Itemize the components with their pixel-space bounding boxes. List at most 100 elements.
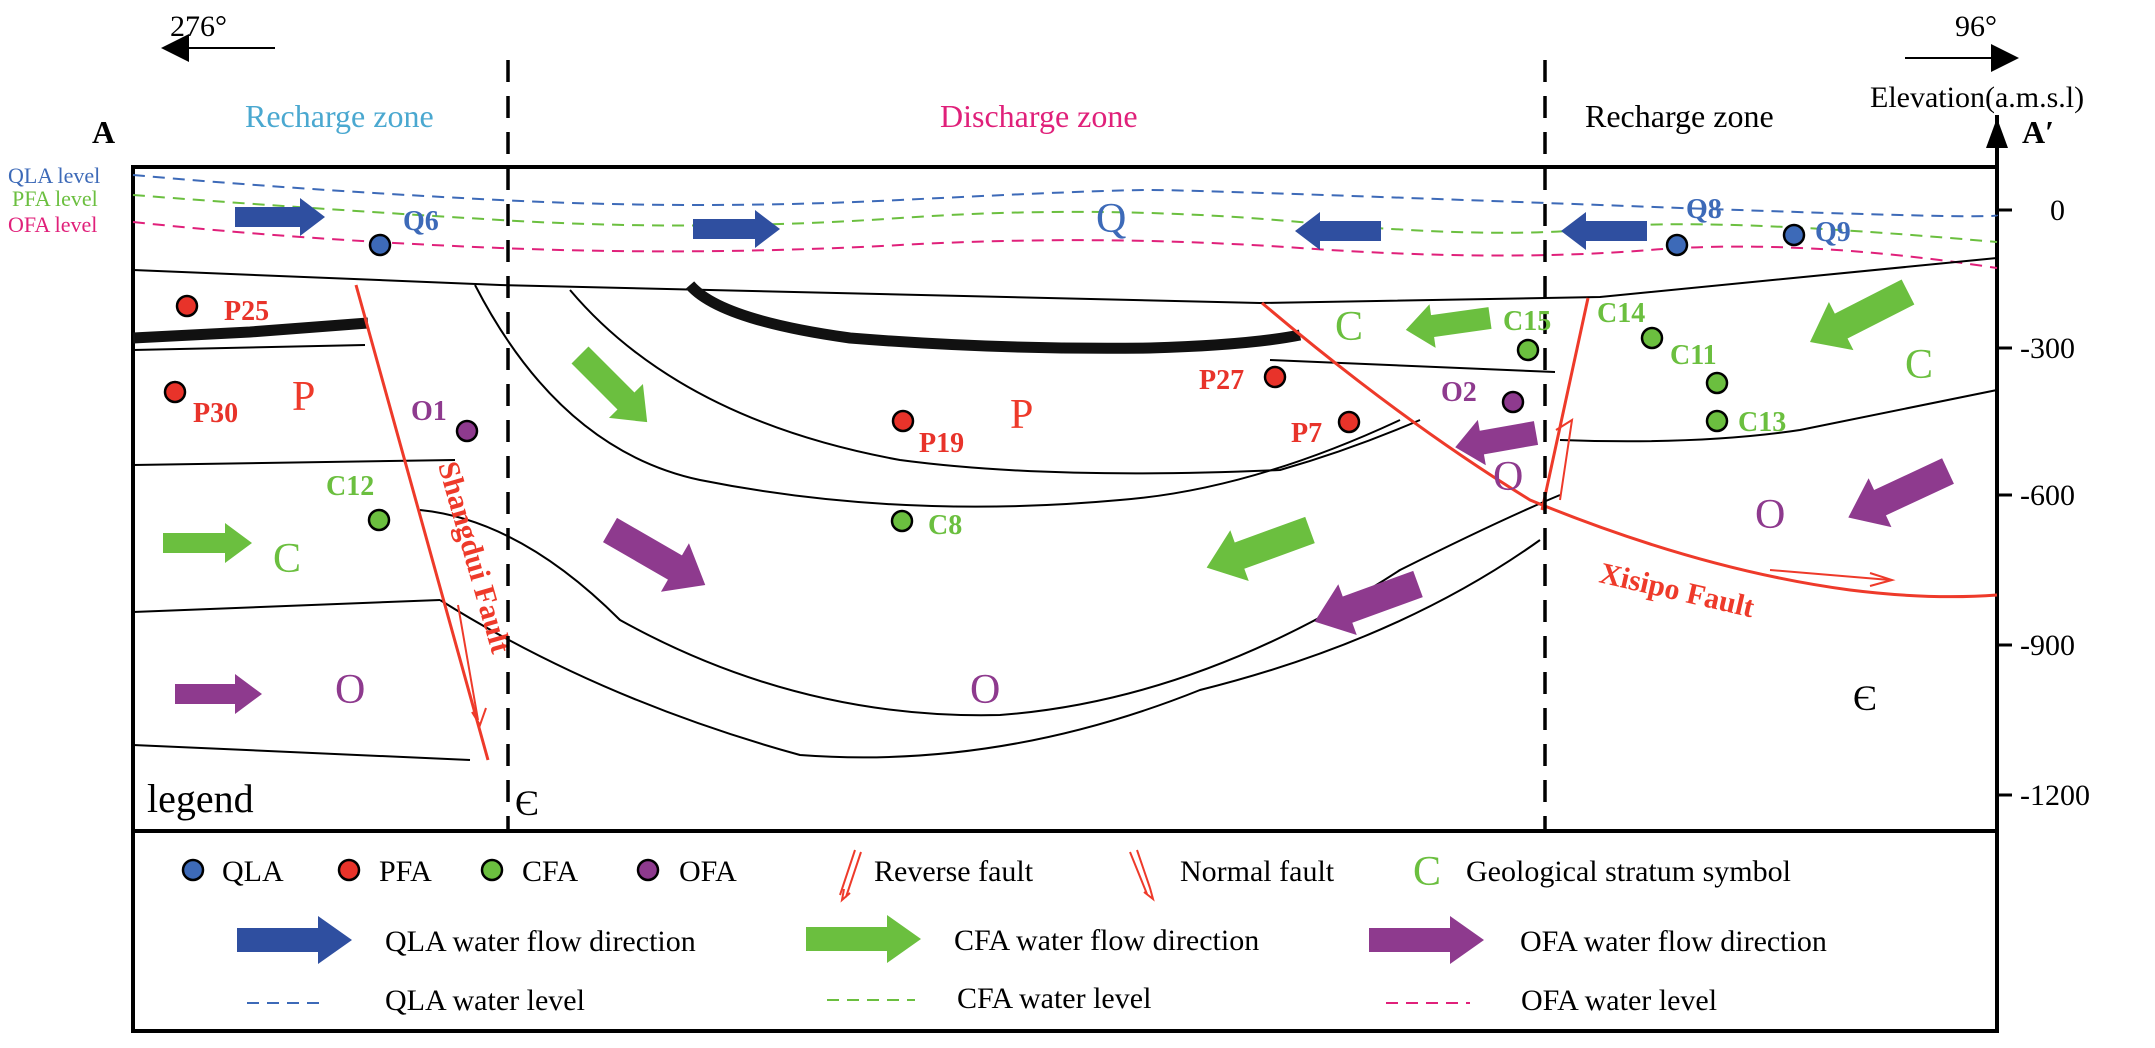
well-label-p19: P19 — [919, 428, 964, 459]
well-label-p27: P27 — [1199, 365, 1244, 396]
zone-discharge: Discharge zone — [940, 98, 1138, 134]
legend-box — [131, 829, 1999, 1033]
normal-fault-icon — [1129, 849, 1155, 902]
legend-title: legend — [147, 776, 254, 821]
legend-cfa-flow: CFA water flow direction — [954, 924, 1259, 957]
ofa-flow-arrow — [1314, 570, 1423, 636]
legend-qla-arrow-icon — [237, 916, 352, 964]
stratum-o-left: O — [335, 667, 365, 713]
tick-label-900: -900 — [2020, 629, 2075, 662]
stratum-q: Q — [1096, 196, 1126, 242]
basin-inner-line — [569, 289, 1421, 475]
well-label-c8: C8 — [928, 510, 962, 541]
coal-seam-left — [132, 317, 369, 344]
well-label-c14: C14 — [1597, 298, 1645, 329]
tick-label-300: -300 — [2020, 332, 2075, 365]
basin-p-base — [474, 284, 1401, 508]
well-q9 — [1782, 223, 1806, 247]
ofa-flow-arrow — [1848, 458, 1954, 528]
legend-cfa-arrow-icon — [806, 915, 921, 963]
stratum-c-far-right: C — [1905, 342, 1933, 388]
ofa-flow-arrow — [603, 517, 706, 592]
left-p-line — [132, 344, 366, 351]
legend-pfa-point — [337, 858, 361, 882]
legend-normal-fault: Normal fault — [1180, 855, 1335, 888]
coal-seam-center — [685, 281, 1302, 354]
reverse-fault-right-marker — [1555, 418, 1574, 501]
legend-ofa-label: OFA — [679, 855, 737, 888]
ofa-level-label: OFA level — [8, 212, 97, 237]
cfa-flow-arrow — [1206, 516, 1315, 582]
well-label-q8: Q8 — [1686, 194, 1722, 225]
elevation-axis-arrowhead — [1986, 118, 2008, 148]
well-q6 — [368, 233, 392, 257]
stratum-c-right: C — [1335, 304, 1363, 350]
shangdui-fault-label: Shangdui Fault — [431, 458, 517, 657]
zone-recharge-right: Recharge zone — [1585, 98, 1774, 134]
tick-label-0: 0 — [2050, 194, 2065, 227]
stratum-symbols: Q P C O P O C O C O Є Є — [273, 196, 1933, 823]
well-label-c13: C13 — [1738, 407, 1786, 438]
well-q8 — [1665, 233, 1689, 257]
legend-ofa-point — [636, 858, 660, 882]
zone-recharge-left: Recharge zone — [245, 98, 434, 134]
well-labels: Q6 Q8 Q9 P25 P30 P19 P27 P7 O1 O2 C12 C8… — [193, 194, 1851, 541]
well-label-c11: C11 — [1670, 340, 1717, 371]
elevation-ticks: 0 -300 -600 -900 -1200 — [1997, 194, 2090, 812]
well-p19 — [891, 409, 915, 433]
stratum-o-center: O — [970, 667, 1000, 713]
stratum-o-far-right: O — [1755, 492, 1785, 538]
legend-stratum-symbol: Geological stratum symbol — [1466, 855, 1791, 888]
well-label-p25: P25 — [224, 296, 269, 327]
well-c8 — [890, 509, 914, 533]
stratum-cambrian-left: Є — [515, 783, 539, 823]
stratum-boundaries — [132, 257, 1998, 761]
xisipo-fault-arrow — [1869, 572, 1896, 587]
well-o1 — [455, 419, 479, 443]
well-label-c15: C15 — [1503, 306, 1551, 337]
reverse-fault-right — [1540, 297, 1590, 511]
well-label-p30: P30 — [193, 398, 238, 429]
well-c13 — [1705, 409, 1729, 433]
well-label-q9: Q9 — [1815, 217, 1851, 248]
legend-cfa-point — [480, 858, 504, 882]
legend-cfa-level: CFA water level — [957, 982, 1151, 1015]
well-label-o1: O1 — [411, 396, 447, 427]
legend-ofa-flow: OFA water flow direction — [1520, 925, 1827, 958]
reverse-fault-icon — [839, 849, 862, 903]
legend-qla-flow: QLA water flow direction — [385, 925, 696, 958]
well-label-c12: C12 — [326, 471, 374, 502]
legend-pfa-label: PFA — [379, 855, 432, 888]
left-co-line — [132, 599, 441, 613]
stratum-p-left: P — [292, 374, 315, 420]
qla-flow-arrow — [1561, 212, 1647, 250]
stratum-p-center: P — [1010, 392, 1033, 438]
tick-label-600: -600 — [2020, 479, 2075, 512]
well-o2 — [1501, 390, 1525, 414]
well-label-q6: Q6 — [403, 206, 439, 237]
well-p27 — [1263, 365, 1287, 389]
well-c11 — [1705, 371, 1729, 395]
qla-water-level — [132, 174, 1999, 218]
stratum-cambrian-right: Є — [1853, 678, 1877, 718]
well-c12 — [367, 508, 391, 532]
flow-arrows — [163, 198, 1954, 714]
well-p7 — [1337, 410, 1361, 434]
legend: QLA PFA CFA OFA Reverse fault Normal fau… — [181, 849, 1827, 1017]
cfa-flow-arrow — [163, 523, 252, 563]
pfa-level-label: PFA level — [12, 186, 98, 211]
legend-cfa-label: CFA — [522, 855, 578, 888]
ofa-flow-arrow — [1455, 419, 1539, 466]
basin-o-base — [439, 539, 1541, 759]
cfa-flow-arrow — [1405, 304, 1492, 348]
left-pc-line — [132, 459, 456, 466]
well-c15 — [1516, 338, 1540, 362]
right-c-line — [1269, 359, 1556, 373]
axis-title: Elevation(a.m.s.l) — [1870, 81, 2084, 114]
well-label-o2: O2 — [1441, 377, 1477, 408]
legend-ofa-level: OFA water level — [1521, 984, 1717, 1017]
direction-right: 96° — [1955, 10, 1997, 43]
qla-flow-arrow — [1295, 212, 1381, 250]
legend-ofa-arrow-icon — [1369, 916, 1484, 964]
